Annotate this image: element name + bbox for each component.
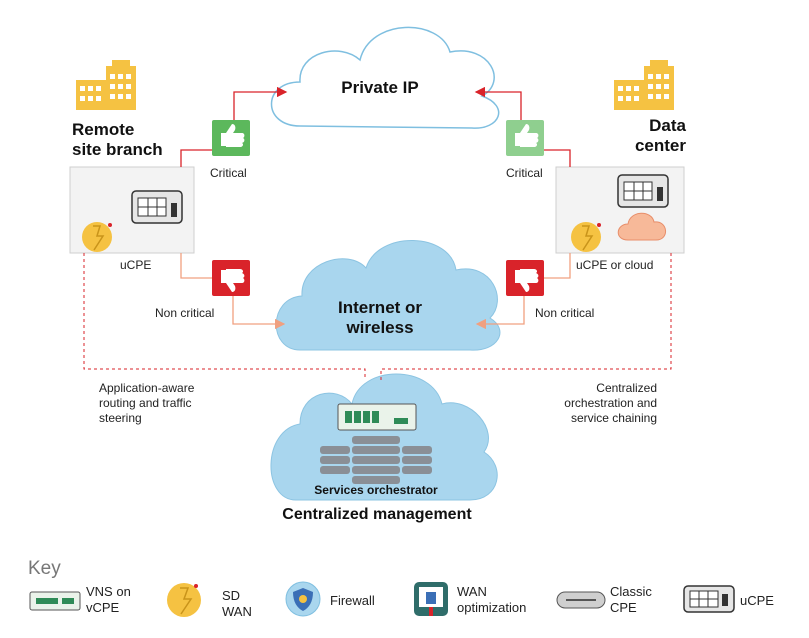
thumb-up-right-icon [506, 120, 544, 156]
critical-label-right: Critical [506, 166, 543, 180]
noncritical-path-right [475, 253, 571, 330]
server-stack-icon [320, 436, 432, 484]
app-aware-label-1: Application-aware [99, 381, 195, 395]
key-firewall-icon [285, 581, 321, 617]
key-label-classic-1: Classic [610, 584, 652, 599]
remote-site-title-1: Remote [72, 120, 135, 139]
datacenter-site-box [555, 166, 685, 254]
key-label-vns-1: VNS on [86, 584, 131, 599]
critical-path-right [474, 86, 571, 167]
key-label-sdwan-2: WAN [222, 604, 252, 619]
thumb-down-right-icon [506, 260, 544, 296]
datacenter-title-2: center [634, 136, 686, 155]
critical-label-left: Critical [210, 166, 247, 180]
internet-label-2: wireless [346, 318, 414, 337]
app-aware-label-2: routing and traffic [99, 396, 192, 410]
vns-vcpe-device [337, 403, 417, 431]
datacenter-building-icon [614, 60, 674, 110]
key-classic-cpe-icon [556, 591, 606, 609]
thumb-up-left-icon [212, 120, 250, 156]
key-wan-optimization-icon [414, 582, 448, 616]
thumb-down-left-icon [212, 260, 250, 296]
key-title: Key [28, 558, 61, 579]
noncritical-label-right: Non critical [535, 306, 595, 320]
remote-device-label: uCPE [120, 258, 152, 272]
remote-building-icon [76, 60, 136, 110]
orchestrator-label: Services orchestrator [314, 483, 438, 497]
key-label-vns-2: vCPE [86, 600, 120, 615]
key-label-wan-2: optimization [457, 600, 527, 615]
key-label-wan-1: WAN [457, 584, 487, 599]
key-label-firewall: Firewall [330, 593, 375, 608]
critical-path-left [180, 86, 288, 167]
central-orch-label-1: Centralized [596, 381, 657, 395]
centralized-management-label: Centralized management [282, 506, 472, 523]
key-label-classic-2: CPE [610, 600, 637, 615]
private-ip-label: Private IP [341, 78, 419, 97]
internet-label-1: Internet or [337, 298, 423, 317]
noncritical-path-left [180, 253, 286, 330]
key-vns-vcpe-icon [29, 591, 81, 611]
remote-site-title-2: site branch [72, 140, 163, 159]
central-orch-label-3: service chaining [570, 411, 657, 425]
key-ucpe-icon [683, 585, 735, 613]
internet-cloud [275, 240, 501, 351]
app-aware-label-3: steering [99, 411, 142, 425]
management-dashed-lines [83, 253, 672, 380]
datacenter-device-label: uCPE or cloud [576, 258, 654, 272]
remote-site-box [69, 166, 195, 254]
datacenter-title-1: Data [649, 116, 686, 135]
key-sd-wan-icon [167, 583, 201, 617]
central-orch-label-2: orchestration and [564, 396, 657, 410]
private-ip-cloud [270, 26, 500, 129]
key-label-ucpe: uCPE [740, 593, 774, 608]
noncritical-label-left: Non critical [155, 306, 215, 320]
key-label-sdwan-1: SD [222, 588, 241, 603]
